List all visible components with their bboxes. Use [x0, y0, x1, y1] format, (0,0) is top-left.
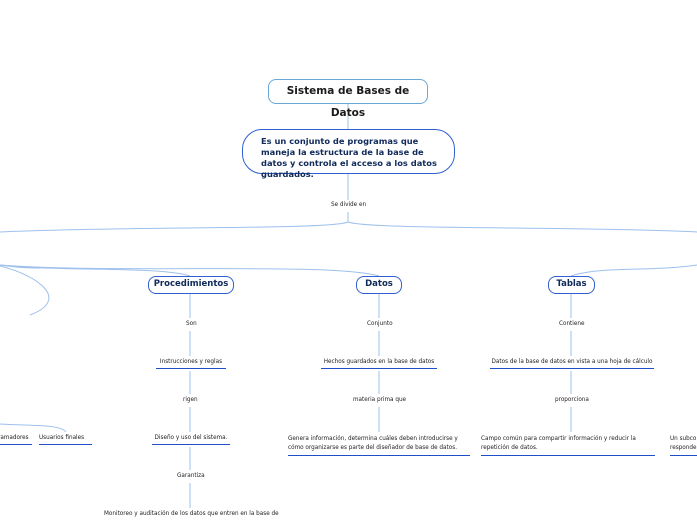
definition-node[interactable]: Es un conjunto de programas que maneja l… [242, 129, 455, 179]
subcomponente-line2: responde [670, 444, 697, 451]
procedimientos-link-rigen: rigen [183, 397, 198, 403]
usuarios-finales-node[interactable]: Usuarios finales [39, 435, 92, 445]
connector-left-stub-1 [0, 264, 41, 269]
procedimientos-monitoreo-node[interactable]: Monitoreo y auditación de los datos que … [104, 511, 279, 517]
tablas-link-proporciona: proporciona [555, 397, 589, 403]
programadores-node[interactable]: ramadores [0, 435, 32, 445]
procedimientos-node[interactable]: Procedimientos [148, 276, 234, 294]
datos-node[interactable]: Datos [356, 276, 402, 294]
tablas-campo-node[interactable]: Campo común para compartir información y… [481, 435, 655, 456]
connector-hub-tablas [570, 264, 697, 277]
tablas-datos-node[interactable]: Datos de la base de datos en vista a una… [490, 359, 654, 369]
datos-genera-node[interactable]: Genera información, determina cuáles deb… [288, 435, 470, 456]
connector-hub-datos [0, 264, 380, 277]
divide-label: Se divide en [331, 202, 367, 208]
root-node[interactable]: Sistema de Bases de Datos [268, 79, 428, 119]
tablas-node[interactable]: Tablas [548, 276, 595, 294]
procedimientos-link-garantiza: Garantiza [177, 473, 205, 479]
connector-left-stub-2 [0, 265, 50, 316]
datos-hechos-node[interactable]: Hechos guardados en la base de datos [321, 359, 437, 369]
subcomponente-node[interactable]: Un subco responde [670, 435, 697, 456]
procedimientos-instrucciones-node[interactable]: Instrucciones y reglas [156, 359, 226, 369]
connector-users [0, 423, 67, 433]
connector-split-left [0, 221, 349, 233]
connector-split-right [347, 221, 697, 233]
procedimientos-link-son: Son [186, 321, 197, 327]
datos-link-conjunto: Conjunto [367, 321, 393, 327]
datos-link-materia: materia prima que [353, 397, 407, 403]
tablas-link-contiene: Contiene [559, 321, 585, 327]
subcomponente-line1: Un subco [670, 436, 697, 442]
procedimientos-diseno-node[interactable]: Diseño y uso del sistema. [152, 435, 230, 445]
